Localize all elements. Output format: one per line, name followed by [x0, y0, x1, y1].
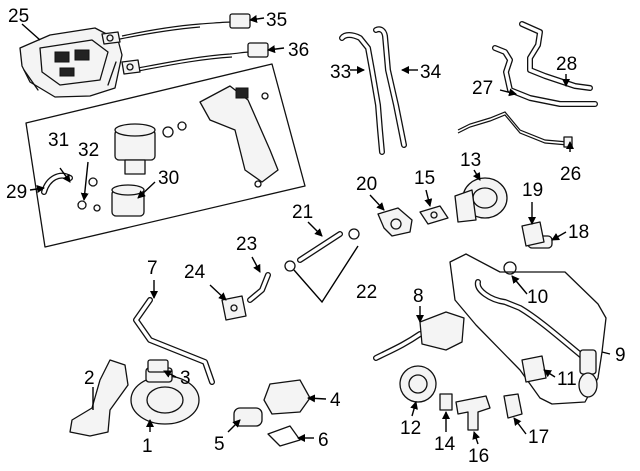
callout-23: 23 — [236, 234, 257, 255]
part-30-filter — [111, 184, 145, 217]
part-36-sensor — [121, 42, 269, 75]
part-15-gasket — [419, 205, 449, 225]
hose-assembly-box — [449, 253, 607, 405]
callout-21: 21 — [292, 202, 313, 223]
callout-22: 22 — [356, 282, 377, 303]
part-24-gasket — [221, 295, 247, 321]
callout-1: 1 — [142, 436, 153, 457]
callout-2: 2 — [84, 368, 95, 389]
part-26-pipe — [457, 111, 573, 148]
callout-36: 36 — [288, 40, 309, 61]
callout-25: 25 — [8, 6, 29, 27]
part-14-gasket — [439, 393, 453, 411]
part-11-gasket — [521, 355, 547, 383]
callout-27: 27 — [472, 78, 493, 99]
callout-4: 4 — [330, 390, 341, 411]
part-32-clamp — [88, 177, 101, 212]
callout-10: 10 — [527, 287, 548, 308]
part-33-pipe — [339, 32, 385, 155]
callout-35: 35 — [266, 10, 287, 31]
callout-14: 14 — [434, 434, 456, 455]
part-22-clamp — [284, 260, 296, 272]
callout-16: 16 — [468, 446, 489, 467]
part-9-hose — [474, 279, 598, 398]
callout-15: 15 — [414, 168, 435, 189]
part-10-clamp — [503, 261, 517, 275]
callout-8: 8 — [413, 286, 424, 307]
egr-valve-kit — [114, 85, 279, 188]
part-12-actuator — [399, 365, 437, 403]
part-7-pipe — [133, 297, 215, 385]
callout-31: 31 — [48, 130, 69, 151]
callout-17: 17 — [528, 427, 549, 448]
part-34-pipe — [373, 26, 407, 148]
part-16-pipe — [455, 395, 491, 431]
part-35-sensor — [101, 13, 251, 45]
callout-30: 30 — [158, 168, 179, 189]
callout-29: 29 — [6, 182, 27, 203]
part-19-gasket — [521, 221, 545, 247]
part-27-pipe — [492, 45, 598, 107]
callout-9: 9 — [615, 345, 626, 366]
part-25-module — [19, 27, 123, 98]
callout-34: 34 — [420, 62, 442, 83]
kit-box — [25, 63, 306, 248]
part-31-clamp — [77, 200, 87, 210]
callout-5: 5 — [214, 434, 225, 455]
callout-33: 33 — [330, 62, 351, 83]
callout-32: 32 — [78, 140, 99, 161]
callout-24: 24 — [184, 262, 206, 283]
callout-28: 28 — [556, 54, 577, 75]
part-6-clip — [267, 425, 301, 447]
part-21-hose — [297, 228, 360, 263]
callout-13: 13 — [460, 150, 481, 171]
part-8-hose — [373, 311, 465, 361]
part-23-pipe — [247, 272, 271, 303]
callout-26: 26 — [560, 164, 581, 185]
part-2-bracket — [69, 359, 129, 437]
callout-19: 19 — [522, 180, 543, 201]
part-13-actuator — [454, 177, 508, 223]
callout-7: 7 — [147, 258, 158, 279]
callout-18: 18 — [568, 222, 589, 243]
part-28-pipe — [519, 21, 593, 91]
part-17-gasket — [503, 393, 523, 419]
part-5-connector — [233, 407, 263, 427]
callout-6: 6 — [318, 430, 329, 451]
leader-lines — [21, 15, 611, 445]
callout-11: 11 — [557, 369, 577, 390]
part-4-elbow — [263, 379, 311, 415]
part-3-sensor — [147, 359, 169, 373]
callout-12: 12 — [400, 418, 421, 439]
part-20-fitting — [377, 207, 413, 237]
callout-20: 20 — [356, 174, 377, 195]
callout-labels: 1 2 3 4 5 6 7 8 9 10 11 12 13 14 15 16 1… — [6, 6, 626, 467]
callout-3: 3 — [180, 368, 191, 389]
part-29-hose — [41, 172, 73, 195]
